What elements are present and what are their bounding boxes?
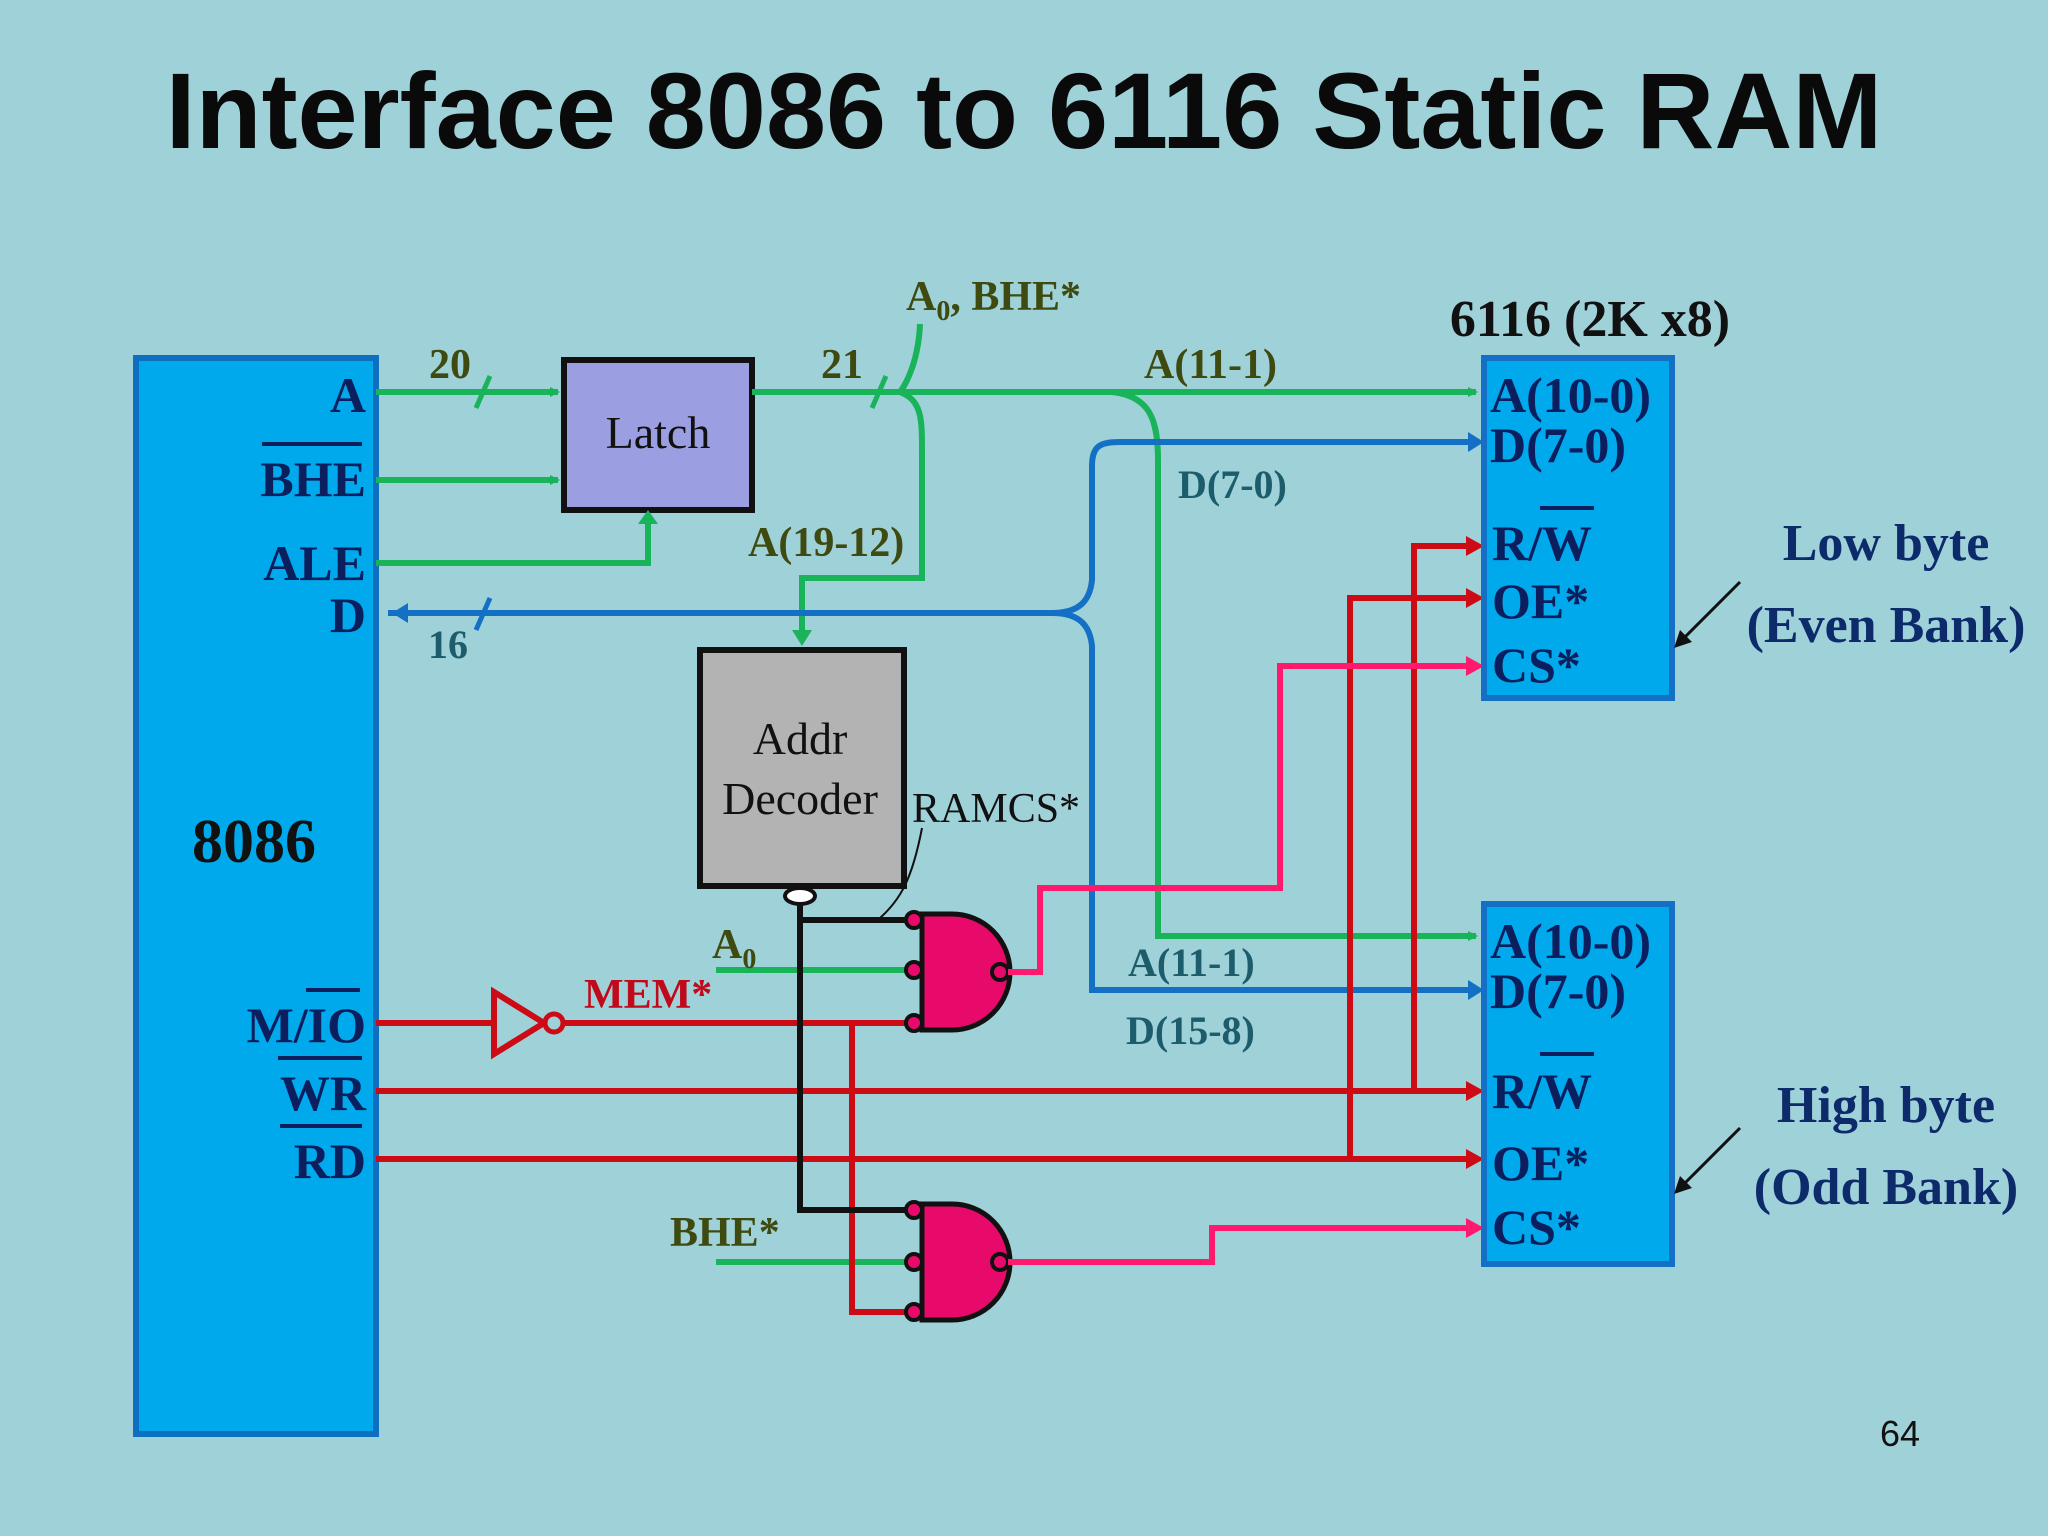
page-title: Interface 8086 to 6116 Static RAM: [166, 50, 1883, 171]
data-high-label: D(15-8): [1126, 1008, 1255, 1053]
arrow-oe-low: [1466, 588, 1484, 608]
wire-cs-high: [1008, 1225, 1476, 1265]
inverter-bubble: [542, 1011, 566, 1035]
gate2-bhe-label: BHE*: [670, 1210, 780, 1256]
cpu-label: 8086: [192, 808, 316, 876]
arrow-cs-high: [1466, 1218, 1484, 1238]
gate1-input-bubble-2: [904, 960, 924, 980]
cpu-pin-ale: ALE: [263, 535, 366, 591]
wire-data-high: [1051, 610, 1476, 993]
low-bank-pointer-head: [1674, 630, 1692, 648]
gate1-output-bubble: [990, 962, 1010, 982]
gate2-input-bubble-1: [904, 1200, 924, 1220]
wire-ale-to-latch: [376, 516, 651, 566]
a0-bhe-subscript: 0: [936, 296, 950, 327]
ram-high-pin-rw: R/W: [1492, 1063, 1592, 1119]
wire-mem-to-gate2: [849, 1023, 906, 1315]
addr-low-bottom-label: A(11-1): [1128, 940, 1255, 985]
wire-rd-to-low-ram: [1347, 595, 1476, 1159]
cpu-pin-rd: RD: [294, 1133, 366, 1189]
addr-low-top-label: A(11-1): [1144, 342, 1277, 388]
wire-a0-bhe-tap: [897, 323, 923, 394]
address-decoder-box: [697, 647, 907, 889]
cpu-pin-a: A: [330, 367, 366, 423]
a0-bhe-rest: , BHE*: [950, 274, 1081, 320]
gate1-input-bubble-3: [904, 1013, 924, 1033]
ramcs-pointer: [879, 827, 923, 919]
wire-cs-low: [1008, 663, 1476, 975]
decoder-label-line1: Addr: [753, 713, 848, 764]
gate2-output-bubble: [990, 1252, 1010, 1272]
mem-label: MEM*: [584, 972, 712, 1018]
a0-bhe-label: A0, BHE*: [906, 274, 1081, 327]
data-low-label: D(7-0): [1178, 462, 1287, 507]
high-bank-pointer-head: [1674, 1176, 1692, 1194]
bus-width-20: 20: [429, 342, 471, 388]
gate1-input-bubble-1: [904, 910, 924, 930]
arrow-rw-high: [1466, 1081, 1484, 1101]
bus-slash-16: [473, 596, 493, 632]
wire-ramcs-to-gate2: [797, 920, 906, 1213]
cpu-pin-mio: M/IO: [247, 997, 366, 1053]
gate1-a0-subscript: 0: [742, 944, 756, 975]
ram-high-pin-a: A(10-0): [1490, 913, 1651, 969]
decoder-output-bubble: [783, 886, 817, 906]
high-bank-caption-line1: High byte: [1777, 1077, 1995, 1134]
low-bank-caption-line2: (Even Bank): [1747, 597, 2026, 654]
high-bank-caption-line2: (Odd Bank): [1754, 1159, 2018, 1216]
ram-low-pin-oe: OE*: [1492, 573, 1589, 629]
gate2-input-bubble-2: [904, 1252, 924, 1272]
latch-box: [561, 357, 755, 513]
bus-slash-20: [473, 374, 493, 410]
cpu-data-arrowhead: [392, 603, 408, 623]
ram-low-pin-d: D(7-0): [1490, 417, 1626, 473]
ram-high-pin-oe: OE*: [1492, 1135, 1589, 1191]
wire-wr-to-low-ram: [1411, 543, 1476, 1091]
or-gate-high-select: [919, 1201, 1013, 1323]
ram-low-pin-a: A(10-0): [1490, 367, 1651, 423]
wire-data-low: [388, 439, 1476, 616]
ramcs-label: RAMCS*: [912, 786, 1080, 832]
low-ram-data-arrowhead: [1468, 432, 1484, 452]
cpu-pin-wr: WR: [280, 1065, 367, 1121]
ram-low-pin-rw: R/W: [1492, 515, 1592, 571]
cpu-8086-chip: [133, 355, 379, 1437]
decoder-input-arrowhead: [792, 630, 812, 646]
low-bank-caption-line1: Low byte: [1783, 515, 1990, 572]
arrow-rw-low: [1466, 536, 1484, 556]
cpu-pin-bhe: BHE: [260, 451, 366, 507]
low-bank-pointer: [1676, 580, 1742, 646]
ale-arrowhead: [638, 510, 658, 524]
decoder-label-line2: Decoder: [722, 773, 878, 824]
bus-width-21: 21: [821, 342, 863, 388]
ram-title: 6116 (2K x8): [1450, 291, 1730, 348]
bus-width-16: 16: [428, 622, 468, 667]
high-ram-data-arrowhead: [1468, 980, 1484, 1000]
ram-high-chip: [1481, 901, 1675, 1267]
upper-addr-label: A(19-12): [748, 520, 904, 566]
ram-low-pin-cs: CS*: [1492, 637, 1581, 693]
latch-label: Latch: [606, 407, 711, 458]
ram-high-pin-d: D(7-0): [1490, 963, 1626, 1019]
wire-upper-addr-to-decoder: [799, 389, 925, 640]
arrow-oe-high: [1466, 1149, 1484, 1169]
page-number: 64: [1880, 1413, 1920, 1454]
or-gate-low-select: [919, 911, 1013, 1033]
a0-bhe-letter: A: [906, 274, 937, 320]
gate1-a0-label: A0: [712, 922, 756, 975]
inverter-gate: [491, 986, 550, 1060]
bus-slash-21: [869, 374, 889, 410]
high-bank-pointer: [1676, 1126, 1742, 1192]
cpu-pin-d: D: [330, 587, 366, 643]
ram-low-chip: [1481, 355, 1675, 701]
gate2-input-bubble-3: [904, 1302, 924, 1322]
wire-addr-to-high-ram: [1111, 389, 1478, 941]
ram-high-pin-cs: CS*: [1492, 1199, 1581, 1255]
gate1-a0-letter: A: [712, 922, 743, 968]
arrow-cs-low: [1466, 656, 1484, 676]
